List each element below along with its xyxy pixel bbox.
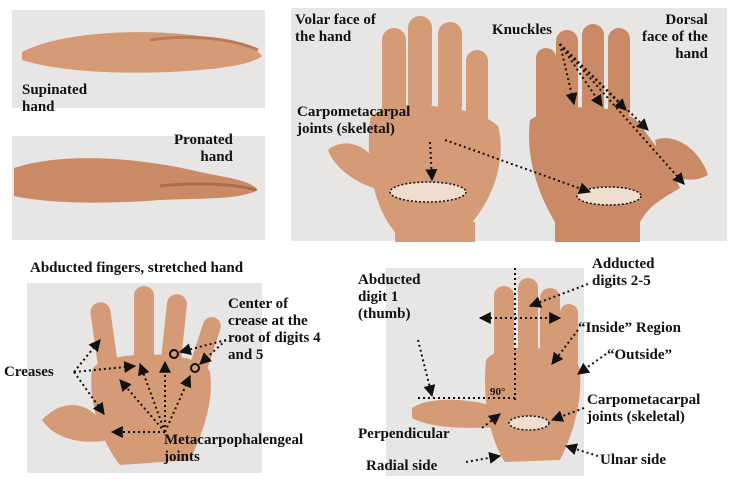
label-knuckles: Knuckles (492, 22, 552, 39)
label-mcp-joints: Metacarpophalengeal joints (164, 432, 303, 466)
label-outside: “Outside” (607, 347, 672, 364)
label-radial-side: Radial side (366, 458, 437, 475)
label-pronated: Pronated hand (174, 132, 233, 166)
label-inside-region: “Inside” Region (578, 320, 681, 337)
cmc-ellipse-volar (390, 182, 466, 202)
label-ninety-degrees: 90° (490, 386, 505, 398)
label-ulnar-side: Ulnar side (600, 452, 666, 469)
label-creases: Creases (4, 364, 54, 381)
cmc-ellipse-thumb (509, 416, 549, 430)
label-cmc-skeletal-b: Carpometacarpal joints (skeletal) (297, 104, 410, 138)
label-center-crease: Center of crease at the root of digits 4… (228, 296, 321, 364)
supinated-hand (22, 32, 262, 73)
label-dorsal: Dorsal face of the hand (642, 12, 708, 63)
label-cmc-skeletal-d: Carpometacarpal joints (skeletal) (587, 392, 700, 426)
label-adducted: Adducted digits 2-5 (592, 256, 655, 290)
label-supinated: Supinated hand (22, 82, 87, 116)
label-abducted-thumb: Abducted digit 1 (thumb) (358, 272, 421, 323)
cmc-ellipse-dorsal (577, 187, 641, 205)
label-abducted-title: Abducted fingers, stretched hand (30, 260, 243, 277)
label-perpendicular: Perpendicular (358, 426, 450, 443)
label-volar: Volar face of the hand (295, 12, 376, 46)
